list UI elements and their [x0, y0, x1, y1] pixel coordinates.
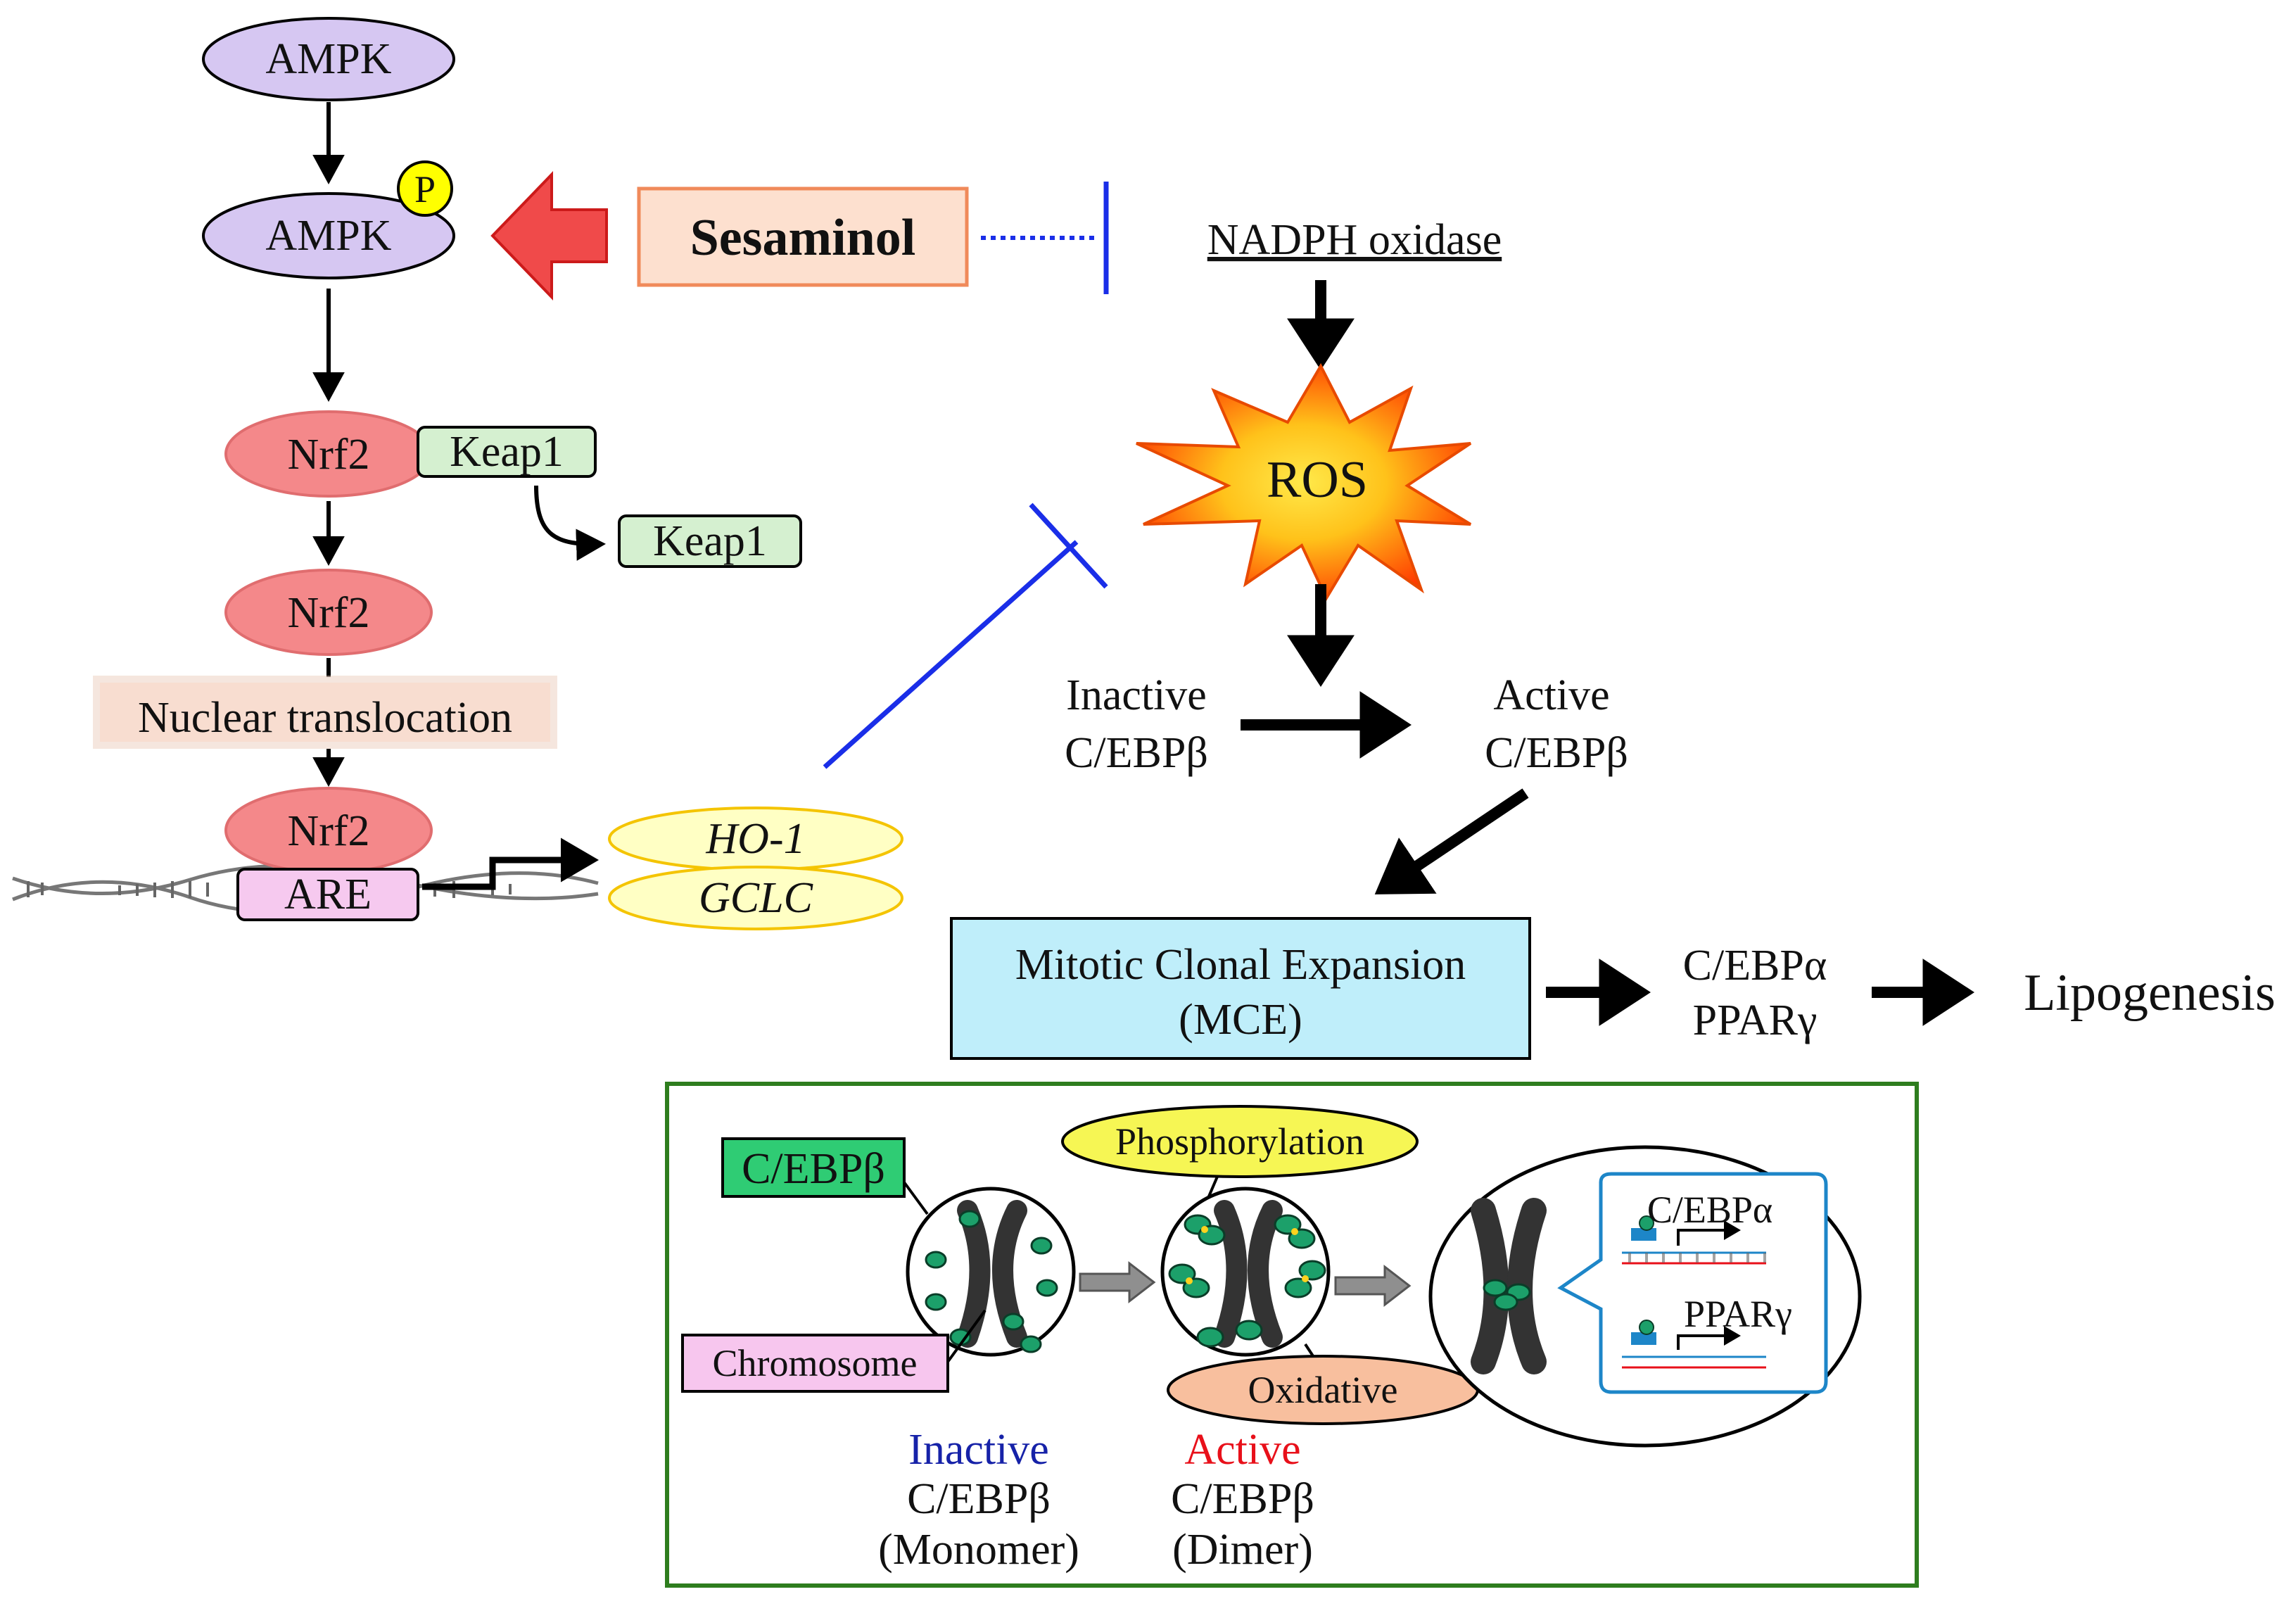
nrf2-label-2: Nrf2: [287, 589, 369, 637]
gene-gclc: GCLC: [608, 866, 903, 930]
gclc-label: GCLC: [699, 874, 813, 922]
gray-arrow-1-icon: [1079, 1260, 1156, 1304]
inset-inactive-line1: Inactive: [908, 1426, 1049, 1474]
nrf2-label-3: Nrf2: [287, 807, 369, 855]
mce-line1: Mitotic Clonal Expansion: [1015, 941, 1466, 989]
monomer-chromosome-circle: [906, 1187, 1076, 1357]
cebpa-label: C/EBPα: [1683, 942, 1827, 989]
nadph-oxidase-label: NADPH oxidase: [1207, 216, 1502, 264]
inset-chromosome-label: Chromosome: [713, 1342, 918, 1384]
cebpa-pparg-group: C/EBPα PPARγ: [1683, 942, 1827, 1044]
oxidative-node: Oxidative: [1167, 1343, 1479, 1425]
inactive-cebpb-label-group: Inactive C/EBPβ: [1065, 671, 1208, 777]
pparg-label: PPARγ: [1693, 997, 1818, 1044]
active-cebpb-label-group: Active C/EBPβ: [1485, 671, 1628, 777]
keap1-bound-label: Keap1: [450, 428, 564, 476]
mce-line2: (MCE): [1179, 996, 1302, 1044]
inactive-caption: Inactive C/EBPβ (Monomer): [878, 1426, 1079, 1574]
mce-box: Mitotic Clonal Expansion (MCE): [950, 917, 1531, 1060]
active-caption: Active C/EBPβ (Dimer): [1171, 1426, 1314, 1574]
inset-active-line3: (Dimer): [1172, 1526, 1313, 1574]
nrf2-label-1: Nrf2: [287, 431, 369, 479]
gene-ho1: HO-1: [608, 807, 903, 871]
mce-inset-panel: C/EBPβ Chromosome: [665, 1082, 1919, 1588]
inactive-cebpb-line1: Inactive: [1066, 671, 1207, 719]
activation-arrow-icon: [490, 171, 608, 301]
phosphate-badge: [397, 160, 453, 217]
active-cebpb-line2: C/EBPβ: [1485, 729, 1628, 777]
inset-inactive-line2: C/EBPβ: [907, 1475, 1051, 1523]
cebpb-legend-box: [721, 1137, 906, 1198]
nuclear-translocation-box: Nuclear translocation: [93, 676, 557, 749]
inset-cebpb-label: C/EBPβ: [742, 1145, 885, 1193]
callout-pparg-label: PPARγ: [1684, 1293, 1792, 1335]
active-cebpb-line1: Active: [1493, 671, 1609, 719]
ampk-label: AMPK: [265, 35, 391, 83]
gray-arrow-2-icon: [1334, 1264, 1412, 1308]
inactive-cebpb-line2: C/EBPβ: [1065, 729, 1208, 777]
phospho-ampk-label: AMPK: [265, 212, 391, 260]
inset-phosphorylation-label: Phosphorylation: [1115, 1120, 1364, 1163]
ros-label: ROS: [1267, 451, 1368, 509]
chromosome-legend-box: [681, 1334, 949, 1393]
ros-burst-icon: ROS: [1136, 362, 1472, 602]
lipogenesis-label: Lipogenesis: [2024, 964, 2276, 1022]
nrf2-free-node: Nrf2: [224, 569, 433, 656]
inset-oxidative-label: Oxidative: [1248, 1369, 1398, 1411]
keap1-free-label: Keap1: [653, 517, 767, 565]
keap1-free-node: Keap1: [618, 514, 802, 568]
phospho-ampk-node: AMPK P: [202, 160, 455, 279]
ho1-label: HO-1: [705, 815, 805, 863]
arrow-active-to-mce: [1374, 788, 1529, 894]
phosphorylation-node: Phosphorylation: [1061, 1105, 1419, 1218]
nuclear-translocation-label: Nuclear translocation: [138, 694, 512, 742]
keap1-release-arrow: [534, 485, 606, 561]
dimer-chromosome-circle: [1160, 1187, 1331, 1357]
sesaminol-inhibits-nadph: [981, 182, 1109, 294]
ampk-node: AMPK: [202, 17, 455, 101]
transcription-arrow: [422, 837, 599, 890]
inset-inactive-line3: (Monomer): [878, 1526, 1079, 1574]
callout-cebpa-label: C/EBPα: [1647, 1189, 1772, 1231]
sesaminol-label: Sesaminol: [690, 209, 916, 267]
inset-active-line1: Active: [1184, 1426, 1300, 1474]
sesaminol-box: Sesaminol: [637, 186, 969, 287]
phosphate-badge-label: P: [414, 168, 436, 210]
are-label: ARE: [284, 871, 372, 918]
gene-activation-callout: C/EBPα PPARγ: [1557, 1172, 1828, 1394]
are-box: ARE: [236, 868, 419, 921]
genes-inhibit-ros: [823, 502, 1108, 769]
inset-active-line2: C/EBPβ: [1171, 1475, 1314, 1523]
nrf2-nuclear-node: Nrf2: [224, 787, 433, 874]
nrf2-keap1-complex: Nrf2 Keap1: [224, 410, 597, 498]
